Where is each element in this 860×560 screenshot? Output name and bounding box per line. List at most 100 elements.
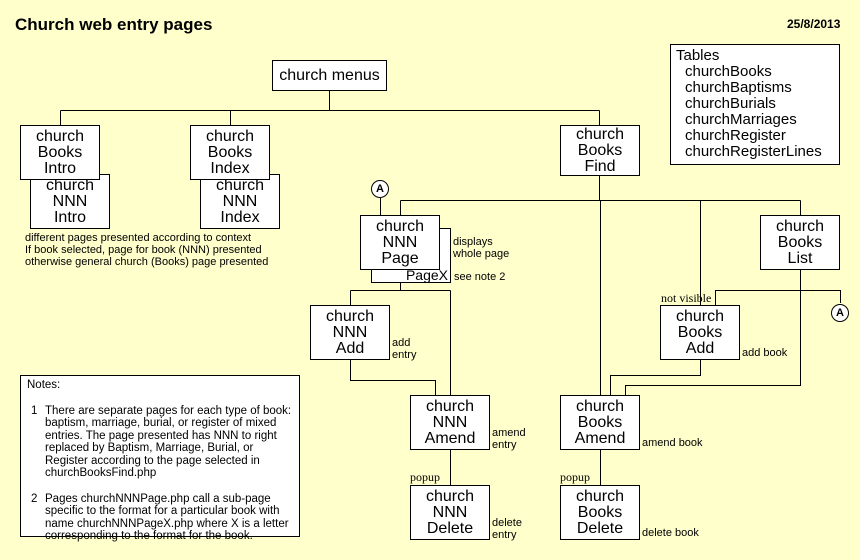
page-title: Church web entry pages — [15, 15, 213, 34]
popup-annotation-right: popup — [560, 470, 590, 484]
popup-annotation-left: popup — [410, 470, 440, 484]
node-label: Books — [577, 413, 623, 431]
node-label: Books — [777, 233, 823, 251]
annotation-line: whole page — [453, 248, 510, 260]
connector-a-left: A — [371, 180, 389, 198]
edge-books-add-connector — [715, 290, 841, 305]
node-label: Find — [584, 157, 616, 175]
annotation-line: add — [392, 337, 411, 349]
notes-box: Notes: 1 There are separate pages for ea… — [20, 375, 300, 542]
node-label: church — [575, 397, 625, 415]
table-item: churchBooks — [685, 63, 772, 80]
annotation-line: entry — [492, 439, 517, 451]
node-label: Intro — [43, 159, 76, 177]
table-item: churchMarriages — [685, 111, 797, 128]
table-item: churchRegisterLines — [685, 143, 822, 160]
node-label: PageX — [405, 267, 448, 283]
connector-a-right: A — [831, 304, 849, 322]
note-number: 1 — [31, 404, 38, 417]
node-label: Delete — [426, 519, 474, 537]
node-church-books-amend: church Books Amend — [560, 395, 640, 450]
node-church-books-find: church Books Find — [560, 125, 640, 176]
node-label: Add — [335, 339, 365, 357]
node-label: church — [575, 487, 625, 505]
displays-annotation: displays whole page — [453, 236, 509, 260]
node-church-books-index: church Books Index — [190, 125, 270, 180]
node-label: church — [325, 307, 375, 325]
note-item: 2 Pages churchNNNPage.php call a sub-pag… — [27, 493, 293, 543]
node-label: NNN — [432, 413, 468, 431]
date-label: 25/8/2013 — [787, 17, 841, 31]
edge-add-amend — [350, 360, 436, 395]
annotation-line: amend — [492, 427, 526, 439]
node-label: Index — [210, 159, 250, 177]
node-label: church — [425, 397, 475, 415]
node-label: Add — [685, 339, 715, 357]
node-label: church — [675, 307, 725, 325]
see-note-annotation: see note 2 — [454, 271, 506, 283]
node-label: Amend — [574, 429, 626, 447]
node-church-books-intro: church Books Intro — [20, 125, 100, 180]
node-label: NNN — [332, 323, 368, 341]
node-label: church — [575, 125, 625, 143]
node-church-nnn-index: church NNN Index — [200, 174, 280, 229]
node-label: NNN — [52, 192, 88, 210]
node-church-nnn-add: church NNN Add — [310, 305, 390, 360]
node-label: church — [45, 176, 95, 194]
annotation-line: different pages presented according to c… — [25, 232, 252, 244]
node-church-books-list: church Books List — [760, 215, 840, 270]
node-label: Books — [677, 323, 723, 341]
node-label: church — [775, 217, 825, 235]
annotation-line: otherwise general church (Books) page pr… — [25, 256, 269, 268]
tables-legend: Tables churchBooks churchBaptisms church… — [670, 44, 840, 165]
annotation-line: entry — [392, 349, 417, 361]
node-label: Delete — [576, 519, 624, 537]
node-label: NNN — [382, 233, 418, 251]
annotation-line: delete — [492, 517, 522, 529]
node-label: church — [35, 127, 85, 145]
annotation-line: If book selected, page for book (NNN) pr… — [25, 244, 262, 256]
note-number: 2 — [31, 492, 38, 505]
node-label: church — [425, 487, 475, 505]
table-item: churchBaptisms — [685, 79, 792, 96]
node-label: Books — [37, 143, 83, 161]
amend-entry-annotation: amend entry — [492, 427, 526, 451]
edge-list-books-amend — [625, 268, 801, 395]
annotation-line: entry — [492, 529, 517, 541]
not-visible-annotation: not visible — [661, 291, 712, 305]
node-church-books-delete: church Books Delete — [560, 485, 640, 540]
edge-books-add-amend — [610, 360, 701, 395]
node-church-nnn-page: church NNN Page — [360, 215, 440, 270]
add-book-annotation: add book — [742, 347, 788, 359]
tables-heading: Tables — [676, 47, 720, 64]
context-annotation: different pages presented according to c… — [25, 232, 268, 268]
node-label: List — [787, 249, 813, 267]
node-church-menus: church menus — [272, 60, 387, 91]
node-church-nnn-delete: church NNN Delete — [410, 485, 490, 540]
node-label: Index — [220, 208, 260, 226]
notes-heading: Notes: — [27, 379, 61, 391]
node-label: church — [215, 176, 265, 194]
node-label: NNN — [432, 503, 468, 521]
node-label: Books — [207, 143, 253, 161]
table-item: churchRegister — [685, 127, 786, 144]
node-label: Books — [577, 503, 623, 521]
annotation-line: displays — [453, 236, 493, 248]
node-label: Intro — [53, 208, 86, 226]
node-label: church menus — [279, 66, 380, 84]
note-item: 1 There are separate pages for each type… — [27, 405, 293, 480]
delete-entry-annotation: delete entry — [492, 517, 522, 541]
node-label: Page — [381, 249, 419, 267]
table-item: churchBurials — [685, 95, 776, 112]
amend-book-annotation: amend book — [642, 437, 703, 449]
node-label: Books — [577, 141, 623, 159]
add-entry-annotation: add entry — [392, 337, 416, 361]
node-label: NNN — [222, 192, 258, 210]
note-text: There are separate pages for each type o… — [45, 404, 292, 480]
node-church-nnn-amend: church NNN Amend — [410, 395, 490, 450]
node-label: church — [375, 217, 425, 235]
node-church-books-add: church Books Add — [660, 305, 740, 360]
node-label: church — [205, 127, 255, 145]
node-label: Amend — [424, 429, 476, 447]
